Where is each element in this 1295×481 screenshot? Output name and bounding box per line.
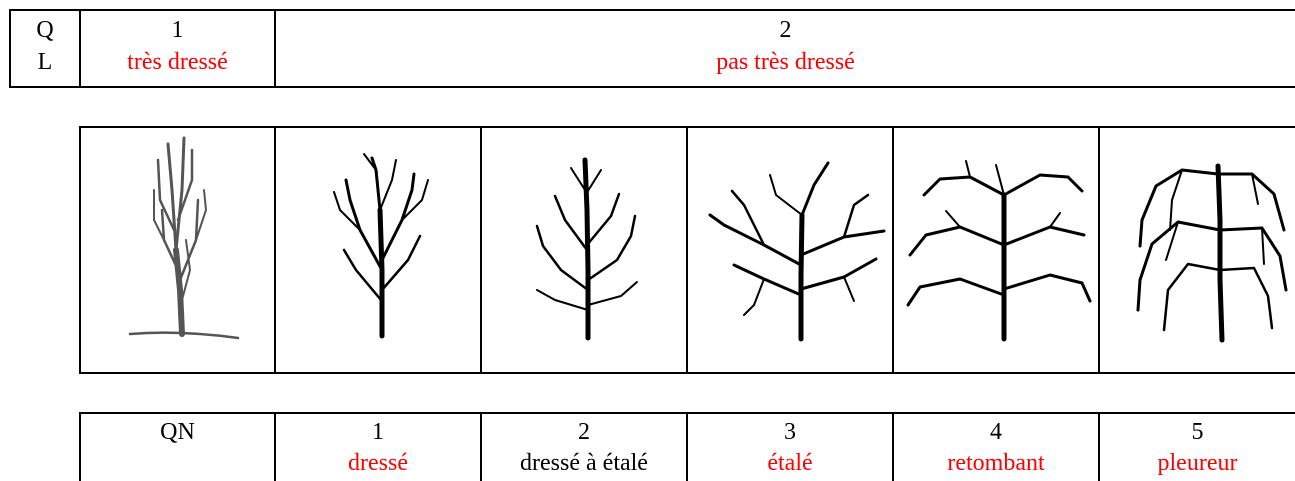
tree-upright-to-spreading-icon bbox=[535, 157, 638, 341]
ql-label-q: Q bbox=[36, 17, 54, 43]
tree-spreading-icon bbox=[708, 161, 886, 342]
ql-col1-number: 1 bbox=[171, 17, 184, 43]
qn-col2-label: dressé à étalé bbox=[520, 450, 648, 476]
qn-col5-number: 5 bbox=[1191, 419, 1204, 445]
tree-very-upright-icon bbox=[128, 136, 240, 340]
qn-col2-number: 2 bbox=[578, 419, 590, 445]
ql-label-l: L bbox=[37, 49, 53, 75]
qn-col1-label: dressé bbox=[348, 450, 408, 476]
tree-weeping-icon bbox=[1136, 163, 1288, 343]
ql-col1-label: très dressé bbox=[127, 49, 228, 75]
qn-col4-label: retombant bbox=[947, 450, 1045, 476]
ql-col2-number: 2 bbox=[779, 17, 792, 43]
qn-col3-number: 3 bbox=[784, 419, 796, 445]
ql-col2-label: pas très dressé bbox=[716, 49, 855, 75]
qn-col4-number: 4 bbox=[990, 419, 1002, 445]
qn-header: QN bbox=[160, 419, 195, 445]
qn-col1-number: 1 bbox=[372, 419, 384, 445]
tree-drooping-icon bbox=[906, 160, 1092, 342]
tree-upright-icon bbox=[333, 153, 429, 339]
qn-col5-label: pleureur bbox=[1157, 450, 1238, 476]
qn-col3-label: étalé bbox=[767, 450, 813, 476]
